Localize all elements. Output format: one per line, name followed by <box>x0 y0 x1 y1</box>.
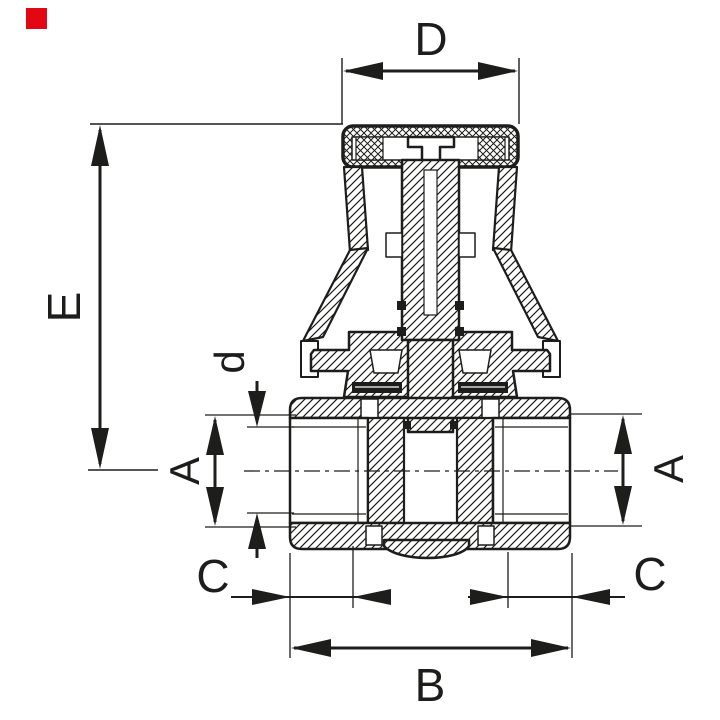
gland-right <box>458 349 492 374</box>
dimension-A-right <box>570 413 642 527</box>
dimension-label-E: E <box>38 292 90 323</box>
brand-mark <box>26 8 47 29</box>
stem-seal-rings <box>397 301 464 429</box>
dimension-label-d: d <box>206 350 253 373</box>
stem-tab-right <box>458 232 476 258</box>
dimension-label-A-left: A <box>161 457 208 485</box>
stem-tab-left <box>385 232 403 258</box>
dimensions-group: D E d A <box>38 13 692 711</box>
dimension-E <box>88 123 343 471</box>
dimension-label-B: B <box>415 659 446 711</box>
dimension-B <box>289 553 573 658</box>
dimension-C-right <box>468 552 625 608</box>
dimension-C-left <box>231 546 391 608</box>
dimension-label-C-left: C <box>196 550 229 602</box>
stem-slot <box>423 169 438 316</box>
body-top-flange <box>288 396 572 420</box>
dimension-label-C-right: C <box>633 548 666 600</box>
cap-insert-right <box>477 136 506 161</box>
body-bottom-flange <box>288 521 572 551</box>
stem <box>385 158 476 434</box>
dimension-D <box>341 58 520 124</box>
dimension-d <box>247 381 294 558</box>
dimension-label-D: D <box>414 13 447 65</box>
dimension-label-A-right: A <box>645 455 692 483</box>
dimension-A-left <box>205 414 296 528</box>
valve-body-group <box>244 124 618 560</box>
bottom-plug <box>382 538 471 560</box>
handle-cap <box>341 124 520 169</box>
cap-insert-left <box>355 136 384 161</box>
handle-bell <box>300 165 561 378</box>
gland-left <box>369 349 403 374</box>
